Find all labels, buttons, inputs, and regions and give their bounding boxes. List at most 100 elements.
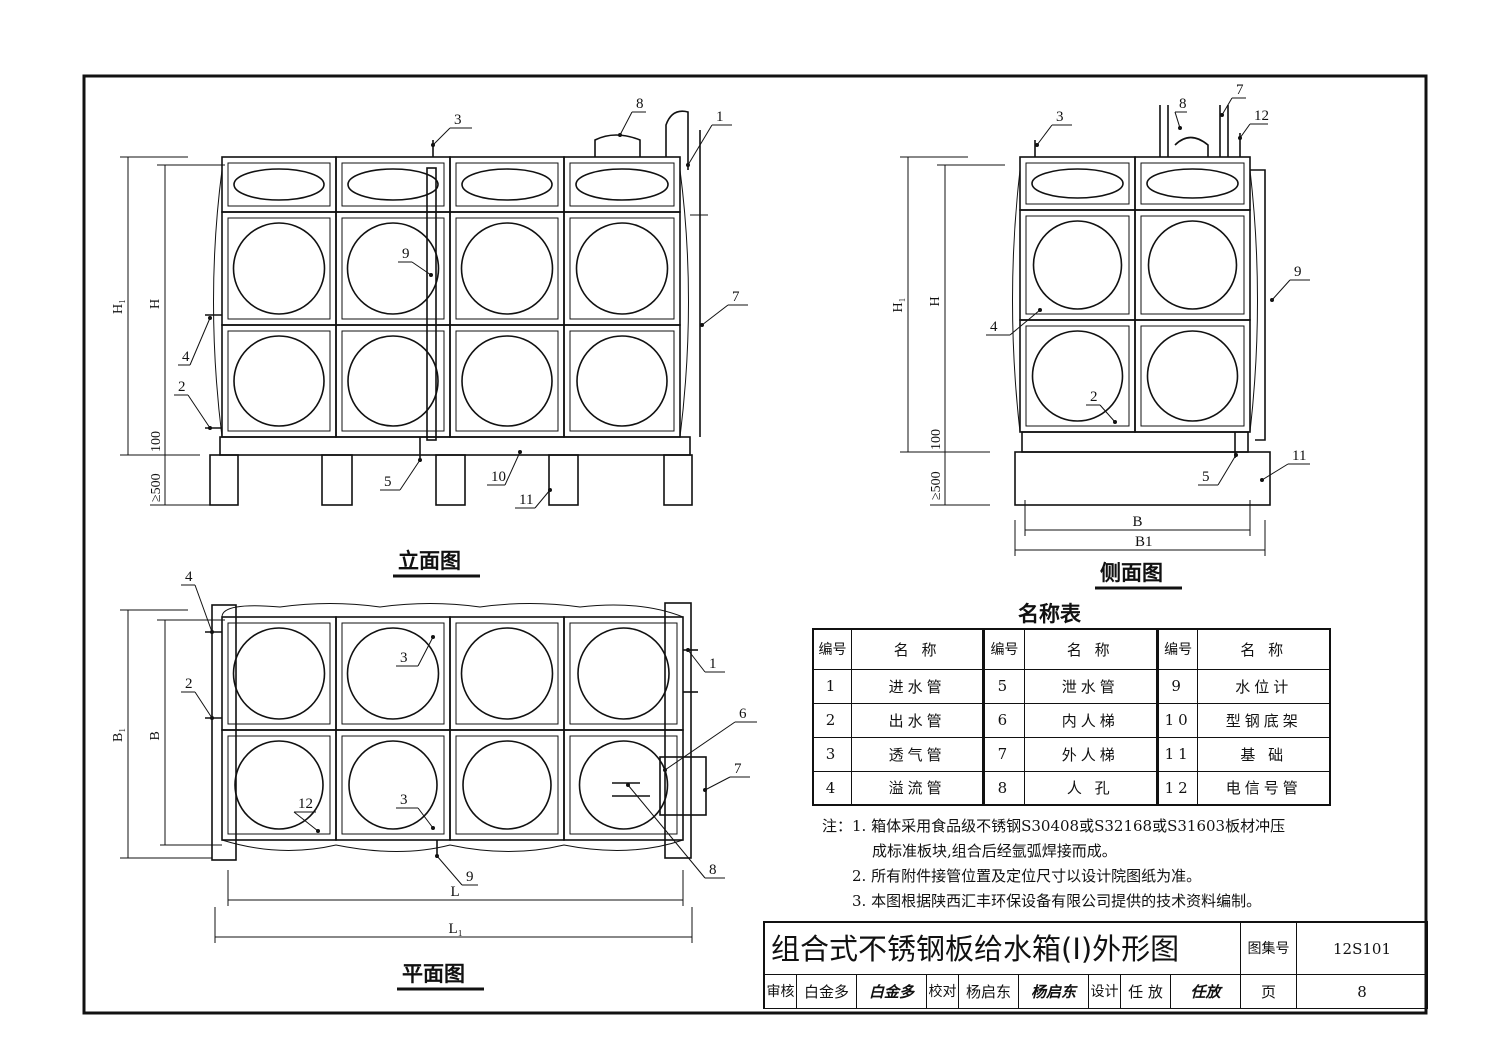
header-name: 名 称 (851, 628, 985, 670)
callout-label: 6 (739, 706, 747, 722)
callout-label: 4 (990, 319, 998, 335)
part-number: 12 (1155, 770, 1199, 806)
designer-signature: 任放 (1171, 975, 1241, 1009)
panel-bulge-circle (1147, 220, 1238, 310)
callout-label: 11 (1292, 448, 1306, 464)
panel-bulge-ellipse (347, 168, 439, 201)
callout-label: 8 (636, 96, 644, 112)
part-number: 3 (812, 736, 853, 772)
header-no: 编号 (982, 628, 1025, 670)
atlas-number: 12S101 (1297, 923, 1428, 975)
leader-dot (548, 488, 552, 492)
leader-dot (1035, 143, 1039, 147)
dimension-label: L₁ (449, 921, 463, 937)
tank-panel (1134, 319, 1251, 433)
panel-inner-frame (569, 622, 678, 725)
part-number: 4 (812, 770, 853, 806)
outer-frame-left (211, 604, 237, 861)
foundation-block (435, 454, 466, 506)
leader-line (1174, 111, 1181, 129)
leader-dot (208, 426, 212, 430)
header-name: 名 称 (1023, 628, 1158, 670)
leader-dot (700, 323, 704, 327)
panel-bulge-circle (1032, 220, 1123, 310)
review-label: 审核 (765, 975, 797, 1009)
callout-label: 12 (298, 796, 313, 812)
leader-dot (431, 143, 435, 147)
panel-bulge-circle (346, 627, 440, 720)
note-1: 1. 箱体采用食品级不锈钢S30408或S32168或S31603板材冲压 (852, 817, 1286, 835)
tank-panel (1019, 209, 1136, 321)
leader-line (1239, 123, 1251, 139)
leader-dot (431, 635, 435, 639)
header-no: 编号 (812, 628, 853, 670)
leader-dot (518, 450, 522, 454)
sheet-border (82, 74, 1428, 1015)
leader-dot (626, 783, 630, 787)
header-name: 名 称 (1197, 628, 1331, 670)
leader-line (701, 304, 729, 326)
callout-label: 1 (716, 109, 724, 125)
part-name: 出水管 (851, 702, 985, 738)
callout-label: 3 (1056, 109, 1064, 125)
panel-bulge-circle (346, 222, 440, 315)
tank-panel (221, 211, 337, 326)
panel-inner-frame (569, 162, 675, 207)
panel-bulge-circle (233, 335, 325, 427)
leader-line (704, 776, 731, 791)
note-3: 3. 本图根据陕西汇丰环保设备有限公司提供的技术资料编制。 (852, 892, 1262, 910)
leader-line (687, 124, 713, 166)
designer-name: 任 放 (1121, 975, 1171, 1009)
part-number: 8 (982, 770, 1025, 806)
tank-panel (1134, 156, 1251, 211)
callout-label: 9 (466, 869, 474, 885)
drawing-title: 组合式不锈钢板给水箱(Ⅰ)外形图 (765, 923, 1241, 975)
leader-line (194, 584, 213, 633)
dimension-label: L (451, 884, 460, 900)
leader-dot (1178, 126, 1182, 130)
inlet-pipe (665, 110, 689, 170)
tank-side-bulge (1249, 169, 1258, 433)
panel-bulge-circle (347, 335, 439, 427)
design-label: 设计 (1089, 975, 1121, 1009)
leader-dot (686, 648, 690, 652)
panel-bulge-circle (348, 740, 438, 830)
manhole (594, 134, 641, 157)
panel-bulge-ellipse (1031, 168, 1124, 199)
leader-line (399, 459, 421, 491)
callout-label: 4 (185, 569, 193, 585)
panel-inner-frame (1140, 215, 1245, 315)
panel-bulge-circle (577, 627, 670, 720)
panel-bulge-circle (575, 222, 669, 315)
dimension-label: H (928, 296, 943, 306)
tank-panel (335, 156, 451, 213)
panel-bulge-ellipse (461, 168, 553, 201)
tank-bottom-bulge (221, 839, 684, 852)
leader-line (627, 784, 706, 879)
dimension-label: 100 (929, 429, 944, 450)
callout-label: 1 (709, 656, 717, 672)
tank-panel (1019, 156, 1136, 211)
panel-inner-frame (455, 217, 559, 320)
page-label: 页 (1241, 975, 1297, 1009)
leader-line (687, 649, 706, 673)
callout-label: 11 (519, 492, 533, 508)
panel-inner-frame (455, 735, 559, 835)
ladder-and-manhole (1159, 105, 1229, 157)
checker-name: 杨启东 (959, 975, 1019, 1009)
part-number: 5 (982, 668, 1025, 704)
leader-line (504, 451, 521, 486)
leader-dot (418, 458, 422, 462)
tank-panel (449, 729, 565, 841)
panel-inner-frame (341, 217, 445, 320)
notes-prefix: 注： (822, 817, 853, 835)
note-2: 2. 所有附件接管位置及定位尺寸以设计院图纸为准。 (852, 867, 1202, 885)
panel-bulge-circle (460, 222, 554, 315)
dimension-label: B (1133, 514, 1143, 530)
leader-line (1261, 463, 1289, 481)
tank-panel (1134, 209, 1251, 321)
leader-line (411, 261, 432, 276)
part-number: 1 (812, 668, 853, 704)
panel-bulge-circle (1031, 330, 1124, 422)
